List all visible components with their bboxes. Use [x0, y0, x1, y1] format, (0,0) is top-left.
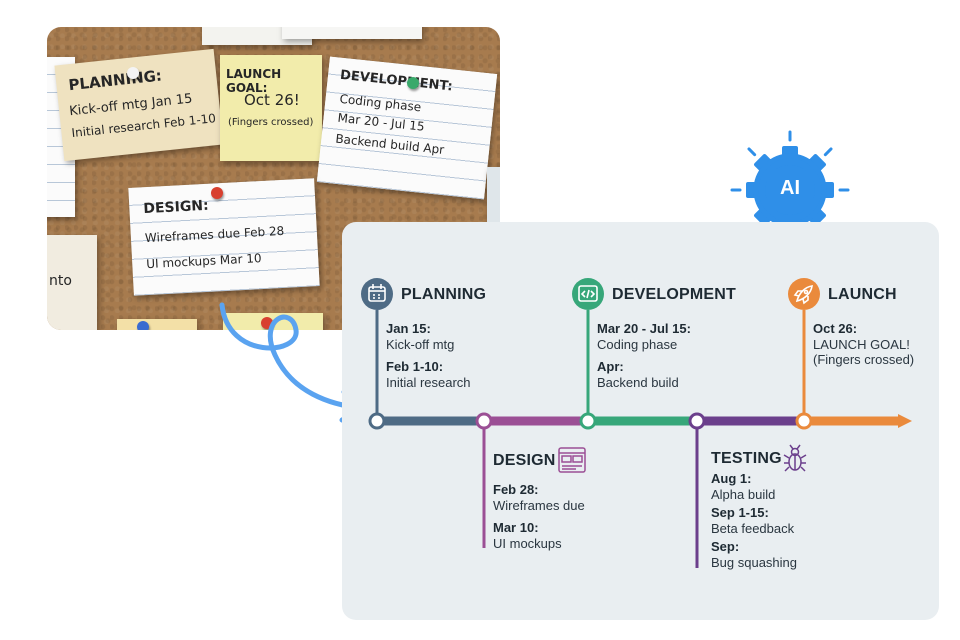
icon-circle-launch — [788, 278, 820, 310]
launch-date-1: Oct 26: — [813, 321, 858, 336]
phase-title-launch: LAUNCH — [828, 286, 897, 303]
testing-date-2: Sep 1-15: — [711, 505, 769, 520]
node-launch — [795, 412, 813, 430]
code-icon — [578, 285, 598, 302]
bug-icon — [783, 444, 807, 472]
node-testing — [688, 412, 706, 430]
phase-title-development: DEVELOPMENT — [612, 286, 736, 303]
partial-note-text: nto — [49, 273, 72, 289]
development-text-2: Backend build — [597, 375, 679, 390]
testing-text-1: Alpha build — [711, 487, 776, 502]
launch-text-2: (Fingers crossed) — [813, 352, 915, 367]
ai-label: AI — [780, 177, 800, 199]
planning-text-2: Initial research — [386, 375, 471, 390]
spark-mark — [823, 147, 833, 157]
development-date-2: Apr: — [597, 359, 624, 374]
note-launch-goal-line1: Oct 26! — [244, 91, 300, 109]
note-launch-goal-line2: (Fingers crossed) — [228, 117, 314, 128]
testing-text-2: Beta feedback — [711, 521, 795, 536]
pin-white — [127, 67, 139, 79]
pin-green — [407, 77, 419, 89]
axis-arrowhead — [898, 414, 912, 428]
planning-text-1: Kick-off mtg — [386, 337, 455, 352]
calendar-icon — [368, 284, 386, 302]
node-development — [579, 412, 597, 430]
planning-date-2: Feb 1-10: — [386, 359, 444, 374]
right-edge-card — [487, 167, 500, 227]
development-text-1: Coding phase — [597, 337, 678, 352]
icon-circle-planning — [361, 278, 393, 310]
layout-icon — [558, 447, 586, 473]
testing-text-3: Bug squashing — [711, 555, 798, 570]
pin-red — [211, 187, 223, 199]
testing-date-1: Aug 1: — [711, 471, 752, 486]
note-launch-goal: LAUNCH GOAL: Oct 26! (Fingers crossed) — [220, 55, 322, 161]
note-launch-goal-title: LAUNCH GOAL: — [226, 67, 282, 95]
design-text-1: Wireframes due — [493, 498, 585, 513]
phase-title-design: DESIGN — [493, 452, 556, 469]
phase-title-planning: PLANNING — [401, 286, 487, 303]
launch-text-1: LAUNCH GOAL! — [813, 337, 910, 352]
testing-date-3: Sep: — [711, 539, 740, 554]
partial-note-left: nto — [47, 235, 97, 330]
phase-title-testing: TESTING — [711, 450, 782, 467]
pin-blue — [137, 321, 149, 330]
planning-date-1: Jan 15: — [386, 321, 431, 336]
spark-mark — [747, 147, 757, 157]
design-date-1: Feb 28: — [493, 482, 539, 497]
paper-scrap-top-right — [282, 27, 422, 39]
bottom-note-left — [117, 319, 197, 330]
design-text-2: UI mockups — [493, 536, 562, 551]
node-design — [475, 412, 493, 430]
development-date-1: Mar 20 - Jul 15: — [597, 321, 691, 336]
corkboard-photo: nto PLANNING: Kick-off mtg Jan 15 Initia… — [47, 27, 500, 330]
node-planning — [368, 412, 386, 430]
design-date-2: Mar 10: — [493, 520, 539, 535]
rocket-icon — [793, 285, 813, 305]
